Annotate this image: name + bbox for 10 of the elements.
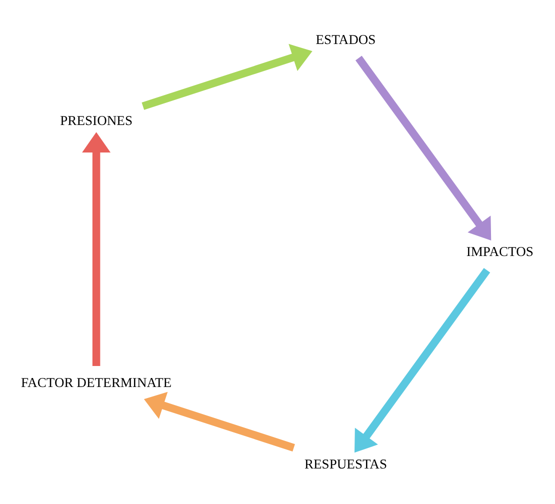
node-text: PRESIONES bbox=[60, 112, 132, 128]
arrow bbox=[144, 391, 295, 451]
node-text: FACTOR DETERMINATE bbox=[21, 374, 172, 390]
node-text: IMPACTOS bbox=[466, 244, 534, 259]
arrow bbox=[82, 132, 111, 366]
arrow bbox=[142, 43, 312, 110]
arrow bbox=[354, 267, 490, 452]
arrow bbox=[355, 55, 492, 240]
node-text: RESPUESTAS bbox=[304, 456, 388, 471]
node-text: ESTADOS bbox=[316, 31, 376, 46]
